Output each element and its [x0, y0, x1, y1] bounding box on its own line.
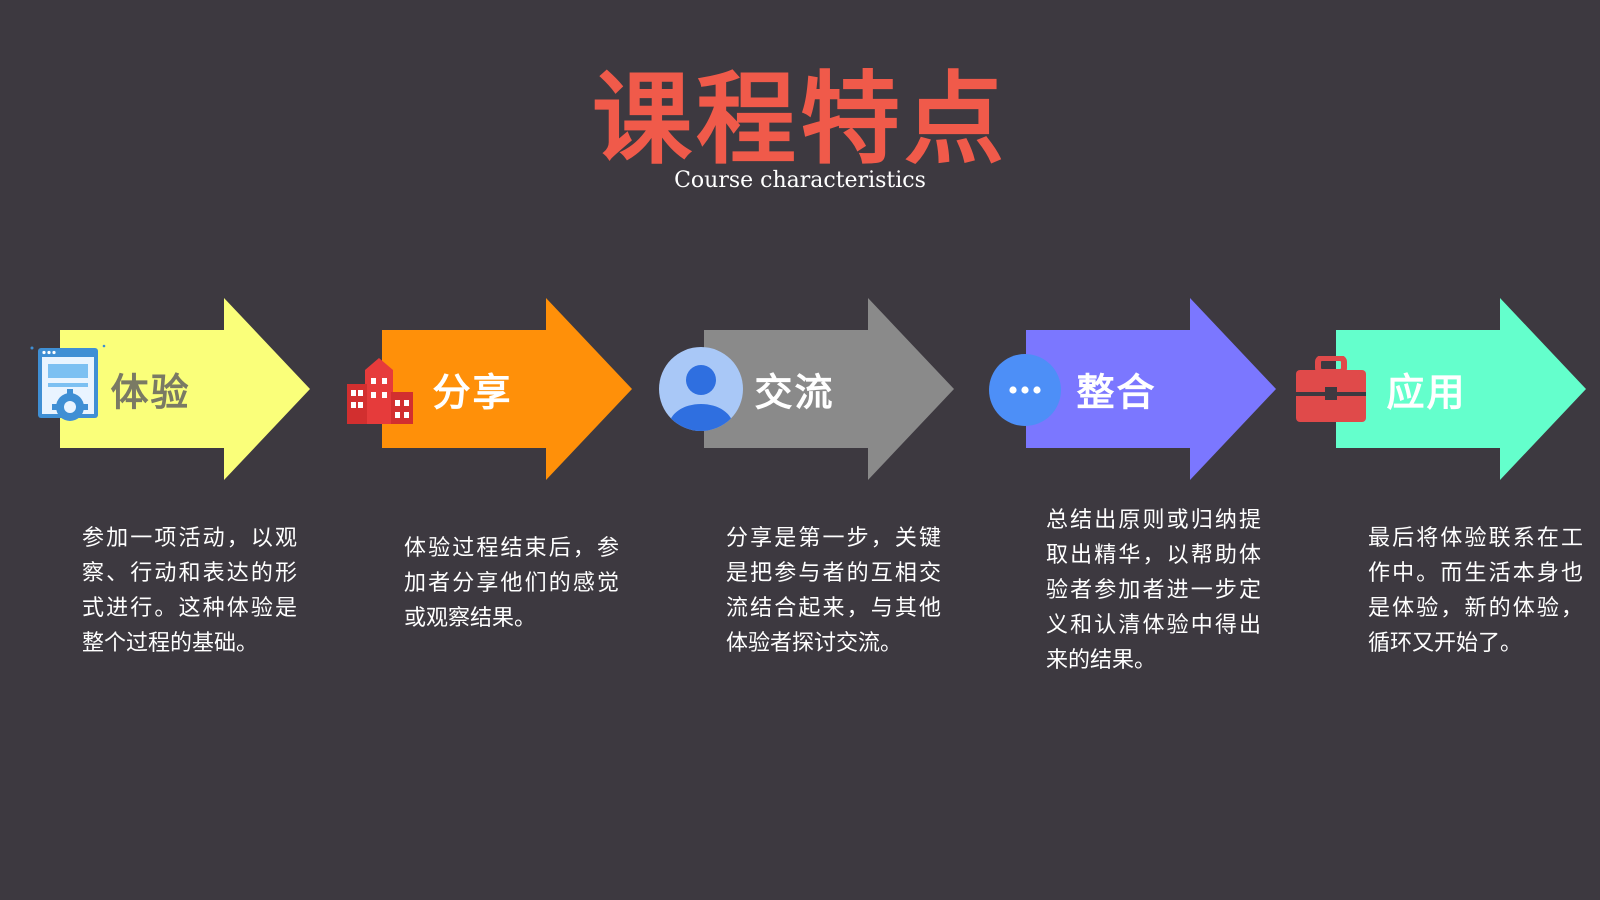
step-label-share: 分享	[432, 370, 513, 415]
browser-settings-icon	[30, 344, 106, 421]
step-description-apply: 最后将体验联系在工作中。而生活本身也是体验，新的体验，循环又开始了。	[1368, 526, 1583, 656]
step-description-share: 体验过程结束后，参加者分享他们的感觉或观察结果。	[404, 536, 619, 631]
user-avatar-icon	[659, 347, 743, 431]
process-step-share: 分享	[330, 298, 640, 480]
step-arrow-experience	[60, 298, 310, 480]
step-label-integrate: 整合	[1076, 370, 1157, 415]
step-label-experience: 体验	[110, 370, 191, 415]
step-label-apply: 应用	[1386, 370, 1467, 415]
step-arrow-exchange	[704, 298, 954, 480]
step-description-exchange: 分享是第一步，关键是把参与者的互相交流结合起来，与其他体验者探讨交流。	[726, 526, 941, 656]
slide-title: 课程特点	[592, 61, 1008, 178]
step-description-experience: 参加一项活动，以观察、行动和表达的形式进行。这种体验是整个过程的基础。	[82, 526, 297, 656]
process-step-experience: 体验	[8, 298, 318, 480]
process-step-integrate: 整合	[974, 298, 1284, 480]
slide-subtitle: Course characteristics	[674, 168, 926, 193]
chat-bubble-icon	[989, 354, 1061, 426]
step-description-integrate: 总结出原则或归纳提取出精华，以帮助体验者参加者进一步定义和认清体验中得出来的结果…	[1046, 508, 1261, 673]
process-step-exchange: 交流	[652, 298, 962, 480]
step-arrow-integrate	[1026, 298, 1276, 480]
step-arrow-apply	[1336, 298, 1586, 480]
building-icon	[347, 358, 413, 424]
process-step-apply: 应用	[1284, 298, 1594, 480]
step-label-exchange: 交流	[754, 370, 835, 415]
step-arrow-share	[382, 298, 632, 480]
briefcase-icon	[1296, 356, 1366, 422]
